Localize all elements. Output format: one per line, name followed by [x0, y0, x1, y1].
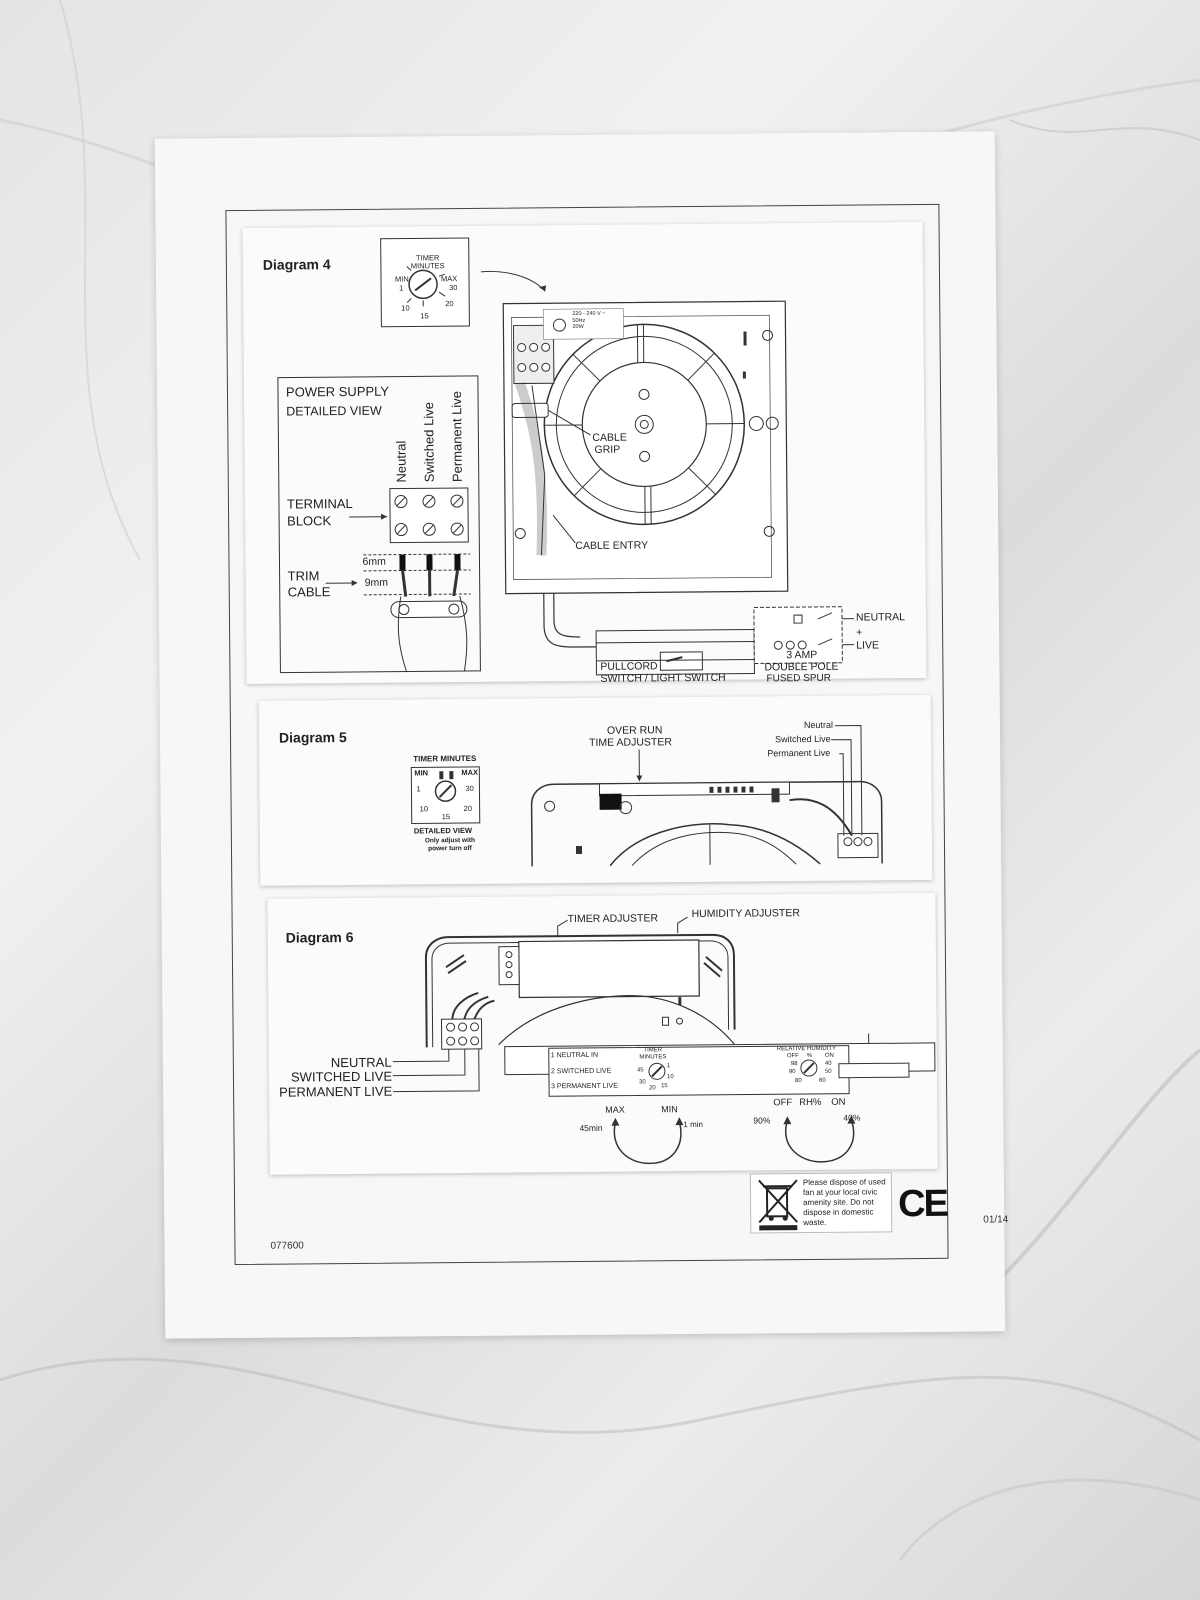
- rh-scale: 98: [790, 1061, 798, 1068]
- document-code: 077600: [270, 1240, 304, 1252]
- neutral-label: NEUTRAL: [855, 611, 906, 624]
- rh-scale: 50: [824, 1068, 832, 1075]
- timer-min-label: MIN: [394, 274, 409, 284]
- timer-tick: 30: [449, 283, 458, 293]
- timer-minutes-label-d5: TIMER MINUTES: [413, 753, 477, 764]
- terminal-label: TERMINAL: [286, 495, 353, 512]
- terminal-3: 3 PERMANENT LIVE: [551, 1082, 618, 1091]
- dispose-text: Please dispose of used fan at your local…: [802, 1177, 886, 1228]
- rating-label: 220 - 240 V ~ 50Hz 20W: [572, 310, 606, 331]
- timer-tick: 10: [666, 1074, 674, 1081]
- timer-max-label-d5: MAX: [461, 767, 479, 778]
- trim-9mm-label: 9mm: [364, 576, 389, 589]
- trim-6mm-label: 6mm: [362, 555, 386, 568]
- timer-tick: 20: [463, 803, 473, 814]
- timer-1min-label: 1 min: [683, 1119, 704, 1130]
- trim-label: TRIM: [287, 568, 320, 584]
- cable-label: CABLE: [287, 584, 331, 600]
- rh-scale: ON: [824, 1052, 834, 1059]
- rh-scale: 40: [824, 1060, 832, 1067]
- detailed-view-label: DETAILED VIEW: [286, 403, 382, 419]
- wire-neutral-label: Neutral: [393, 440, 409, 483]
- timer-tick: 10: [401, 303, 410, 313]
- rh-scale: OFF: [786, 1053, 799, 1060]
- diagram-6-panel: Diagram 6 TIMER ADJUSTER HUMIDITY ADJUST…: [267, 892, 938, 1175]
- timer-tick: 15: [441, 812, 451, 822]
- timer-tick: 45: [636, 1067, 644, 1074]
- terminal-2: 2 SWITCHED LIVE: [550, 1067, 612, 1076]
- waste-disposal-notice: Please dispose of used fan at your local…: [749, 1172, 893, 1234]
- rh-scale: 90: [788, 1069, 796, 1076]
- power-supply-label: POWER SUPPLY: [285, 383, 390, 400]
- timer-minutes-label-d6: TIMER MINUTES: [639, 1047, 667, 1061]
- plus-marker: +: [856, 626, 863, 639]
- diagram-4-title: Diagram 4: [262, 256, 331, 273]
- timer-min-label-d6: MIN: [661, 1104, 678, 1115]
- timer-tick: 20: [649, 1085, 656, 1092]
- timer-tick: 1: [399, 283, 404, 293]
- cable-entry-label: CABLE ENTRY: [575, 539, 649, 553]
- timer-tick: 1: [416, 784, 421, 794]
- diagram-5-drawing: [410, 725, 883, 867]
- pullcord-label-2: SWITCH / LIGHT SWITCH: [600, 671, 726, 685]
- rh-scale: 80: [795, 1078, 802, 1085]
- live-label: LIVE: [856, 639, 880, 652]
- permanent-live-label-d5: Permanent Live: [767, 747, 831, 759]
- permanent-live-label-d6: PERMANENT LIVE: [279, 1083, 393, 1100]
- wire-permanent-live-label: Permanent Live: [448, 390, 465, 483]
- fused-spur-label-2: DOUBLE POLE: [764, 660, 839, 674]
- rh-scale: %: [806, 1052, 813, 1060]
- humidity-on-label: ON: [831, 1096, 846, 1108]
- terminal-1: 1 NEUTRAL IN: [550, 1051, 599, 1060]
- timer-adjuster-label: TIMER ADJUSTER: [567, 912, 659, 926]
- timer-tick: 30: [639, 1079, 646, 1086]
- ce-mark: CE: [897, 1182, 948, 1226]
- humidity-90-label: 90%: [753, 1115, 771, 1126]
- page-frame: Diagram 4 TIMER MINUTES MIN MAX 1 10 15 …: [225, 203, 1008, 1266]
- diagram-6-drawing: [392, 916, 936, 1165]
- pullcord-label: PULLCORD: [600, 660, 658, 673]
- timer-tick: 20: [445, 299, 454, 309]
- timer-tick: 15: [661, 1083, 668, 1090]
- power-off-note: Only adjust with power turn off: [424, 836, 476, 853]
- timer-minutes-label: TIMER MINUTES: [410, 253, 445, 270]
- rh-scale: 60: [819, 1077, 826, 1084]
- timer-tick: 10: [419, 804, 429, 814]
- humidity-off-label: OFF: [773, 1097, 793, 1109]
- wire-switched-live-label: Switched Live: [421, 402, 437, 483]
- cable-grip-label: CABLE: [592, 431, 627, 444]
- switched-live-label-d5: Switched Live: [775, 733, 831, 745]
- diagram-5-title: Diagram 5: [278, 729, 347, 746]
- timer-45min-label: 45min: [579, 1122, 603, 1134]
- diagram-6-title: Diagram 6: [285, 928, 354, 946]
- humidity-rh-label: RH%: [799, 1096, 822, 1109]
- humidity-adjuster-label: HUMIDITY ADJUSTER: [691, 907, 800, 921]
- switched-live-label-d6: SWITCHED LIVE: [290, 1068, 393, 1085]
- timer-tick: 1: [666, 1063, 671, 1070]
- timer-max-label-d6: MAX: [605, 1104, 625, 1115]
- relative-humidity-label: RELATIVE HUMIDITY: [776, 1045, 837, 1053]
- block-label: BLOCK: [287, 513, 332, 529]
- diagram-4-panel: Diagram 4 TIMER MINUTES MIN MAX 1 10 15 …: [242, 221, 927, 685]
- neutral-label-d5: Neutral: [803, 719, 833, 731]
- diagram-4-drawing: [277, 237, 855, 676]
- over-run-label: OVER RUN: [606, 724, 663, 737]
- timer-tick: 15: [420, 311, 429, 321]
- timer-min-label-d5: MIN: [414, 768, 429, 778]
- detailed-view-label-d5: DETAILED VIEW: [413, 825, 473, 836]
- fused-spur-label: 3 AMP: [786, 648, 818, 662]
- crossed-bin-icon: [758, 1179, 798, 1231]
- cable-grip-label-2: GRIP: [594, 443, 621, 456]
- timer-tick: 30: [465, 783, 474, 794]
- revision-date: 01/14: [983, 1214, 1009, 1226]
- time-adjuster-label: TIME ADJUSTER: [589, 736, 672, 749]
- timer-max-label: MAX: [440, 274, 458, 284]
- manual-page: Diagram 4 TIMER MINUTES MIN MAX 1 10 15 …: [154, 131, 1008, 1339]
- fused-spur-label-3: FUSED SPUR: [766, 672, 832, 685]
- humidity-40-label: 40%: [843, 1112, 861, 1123]
- neutral-label-d6: NEUTRAL: [330, 1054, 392, 1071]
- diagram-5-panel: Diagram 5 TIMER MINUTES MIN MAX 1 10 15 …: [258, 694, 933, 886]
